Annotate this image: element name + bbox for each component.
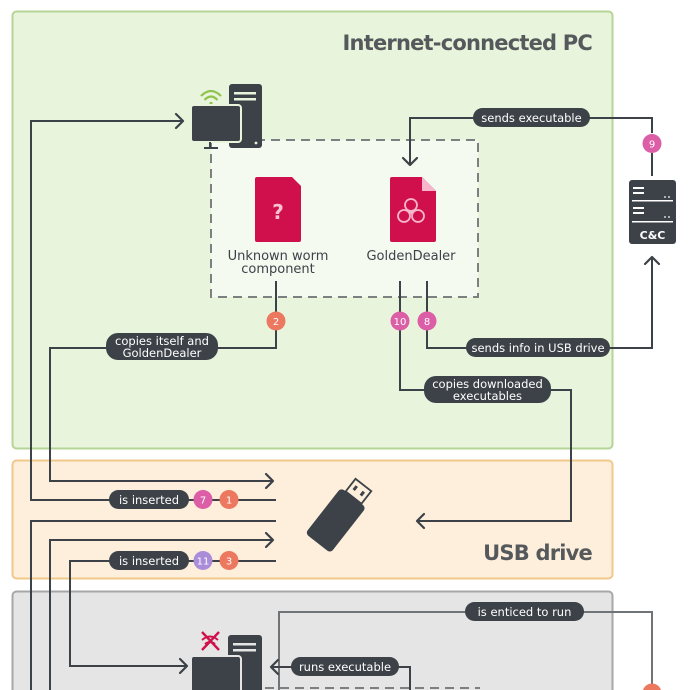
edge-label-is-inserted-1: is inserted (109, 490, 189, 509)
step-badge-1: 1 (219, 490, 239, 509)
svg-text:sends info in USB drive: sends info in USB drive (471, 341, 604, 355)
connected-pc-node[interactable] (190, 84, 262, 149)
zone-title-internet-pc: Internet-connected PC (343, 31, 593, 55)
arrow-to-usb-2 (264, 531, 275, 549)
svg-text:is enticed to run: is enticed to run (478, 605, 572, 619)
step-badge-8: 8 (417, 311, 437, 331)
goldendealer-node[interactable]: GoldenDealer (366, 177, 456, 264)
svg-text:11: 11 (197, 557, 210, 568)
computer-no-wifi-icon (190, 631, 262, 690)
worm-label-line1: Unknown worm (228, 249, 329, 264)
svg-text:2: 2 (273, 317, 279, 328)
usb-drive-icon (306, 477, 373, 552)
cnc-label: C&C (640, 229, 666, 242)
cnc-node[interactable]: C&C (629, 180, 676, 244)
arrow-to-airgapped-pc-2 (269, 658, 280, 676)
zone-title-usb: USB drive (483, 541, 592, 565)
svg-text:?: ? (272, 200, 284, 224)
step-badge-10: 10 (390, 311, 410, 331)
svg-text:GoldenDealer: GoldenDealer (123, 346, 202, 360)
goldendealer-label: GoldenDealer (366, 249, 456, 264)
biohazard-file-icon (390, 177, 436, 242)
server-icon (629, 180, 676, 244)
svg-text:is inserted: is inserted (119, 554, 179, 568)
svg-text:1: 1 (226, 496, 232, 507)
svg-text:8: 8 (424, 317, 430, 328)
svg-text:is inserted: is inserted (119, 493, 179, 507)
svg-text:executables: executables (453, 389, 522, 403)
arrow-to-usb-3 (415, 512, 426, 530)
arrow-to-airgapped-pc (178, 657, 189, 675)
step-badge-9: 9 (642, 134, 662, 153)
step-badge-11: 11 (193, 551, 213, 570)
airgapped-pc-node[interactable] (190, 631, 262, 690)
edge-label-is-enticed: is enticed to run (465, 602, 584, 621)
svg-text:sends executable: sends executable (481, 111, 581, 125)
edge-label-sends-executable: sends executable (473, 108, 590, 127)
arrow-to-connected-pc (174, 112, 185, 130)
question-file-icon: ? (255, 177, 301, 242)
step-badge-partial-bottom (642, 683, 662, 690)
svg-text:10: 10 (394, 317, 407, 328)
step-badge-7: 7 (193, 490, 213, 509)
wire-airgapped-to-usb (49, 539, 272, 690)
svg-text:copies itself and: copies itself and (115, 334, 209, 348)
computer-wifi-icon (190, 84, 262, 149)
worm-label-line2: component (241, 262, 315, 277)
wire-usb-to-airgapped (30, 520, 276, 690)
edge-label-is-inserted-2: is inserted (109, 551, 189, 570)
edge-label-copies-downloaded: copies downloaded executables (424, 376, 551, 403)
edge-label-sends-info: sends info in USB drive (466, 338, 610, 357)
step-badge-2: 2 (266, 311, 286, 331)
usb-drive-node[interactable] (305, 475, 376, 553)
svg-text:3: 3 (226, 557, 232, 568)
svg-text:9: 9 (649, 140, 655, 151)
edge-label-copies-itself: copies itself and GoldenDealer (106, 333, 218, 360)
wire-copies-downloaded (399, 281, 572, 522)
edge-label-runs-executable: runs executable (291, 657, 399, 676)
svg-text:copies downloaded: copies downloaded (432, 377, 543, 391)
arrow-to-usb-1 (264, 472, 275, 490)
svg-text:runs executable: runs executable (299, 660, 391, 674)
svg-text:7: 7 (200, 496, 206, 507)
arrow-to-cnc (643, 255, 661, 266)
step-badge-3: 3 (219, 551, 239, 570)
worm-node[interactable]: ? Unknown worm component (228, 177, 329, 277)
arrow-to-goldendealer (401, 156, 419, 167)
